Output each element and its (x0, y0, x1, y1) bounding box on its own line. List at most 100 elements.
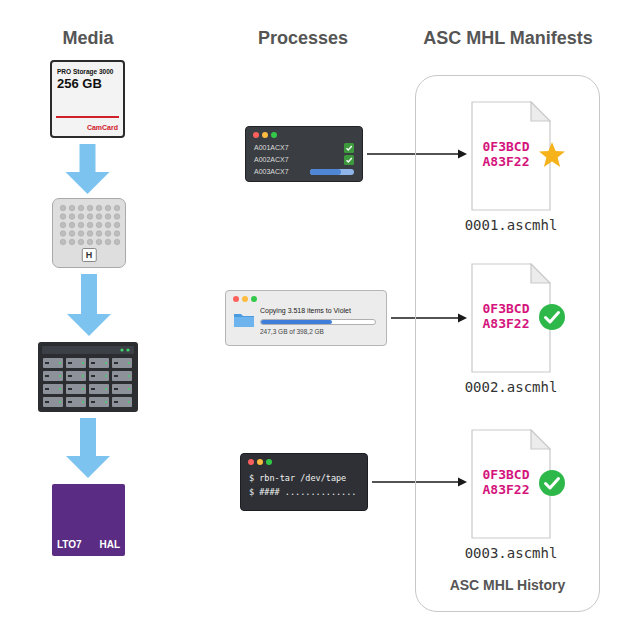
check-tick (546, 313, 559, 323)
clip-row: A002ACX7 (254, 154, 354, 166)
flow-arrow (66, 418, 110, 478)
window-button (242, 296, 248, 302)
grille-hole (60, 214, 66, 220)
clip-name: A003ACX7 (254, 166, 289, 178)
grille-hole (87, 239, 93, 245)
window-buttons (252, 131, 282, 139)
grille-hole (105, 231, 111, 237)
check-box (344, 155, 354, 165)
grille-hole (87, 222, 93, 228)
card-capacity: 256 GB (57, 76, 102, 91)
check-mark (344, 155, 354, 165)
grille-hole (96, 214, 102, 220)
grille-hole (114, 205, 120, 211)
window-buttons (247, 458, 277, 466)
grille-hole (69, 239, 75, 245)
drive-badge: H (82, 248, 97, 262)
process-window: $ rbn-tar /dev/tape$ #### .............. (240, 453, 368, 511)
check-circle (539, 304, 565, 330)
hash-value: 0F3BCD A83F22 (477, 467, 535, 497)
check-tick (546, 479, 559, 489)
manifest-file: 0F3BCD A83F220002.ascmhl (471, 263, 551, 373)
hash-value: 0F3BCD A83F22 (477, 139, 535, 169)
file-name: 0003.ascmhl (465, 545, 558, 561)
grille-hole (114, 239, 120, 245)
connector (372, 478, 467, 487)
raid-storage (38, 342, 138, 412)
panel-heading: ASC MHL History (416, 577, 599, 593)
grille-hole (96, 205, 102, 211)
grille-hole (60, 205, 66, 211)
page-outline (472, 264, 550, 372)
arrow-head (458, 150, 467, 159)
window-button (233, 296, 239, 302)
progress-bar (260, 319, 376, 325)
window-button (271, 132, 277, 138)
grille-hole (69, 222, 75, 228)
manifest-file: 0F3BCD A83F220003.ascmhl (471, 429, 551, 539)
connector (66, 144, 110, 194)
terminal-line: $ rbn-tar /dev/tape (249, 471, 346, 485)
grille-hole (105, 205, 111, 211)
clip-name: A002ACX7 (254, 154, 289, 166)
column-heading: Processes (258, 28, 348, 49)
page-fold (531, 430, 550, 449)
grille-hole (78, 239, 84, 245)
manifest-file: 0F3BCD A83F220001.ascmhl (471, 101, 551, 211)
progress-fill (310, 169, 341, 175)
grille-hole (78, 231, 84, 237)
grille-hole (105, 214, 111, 220)
process-window: Copying 3.518 items to Violet 247,3 GB of… (225, 290, 387, 346)
grille-hole (69, 205, 75, 211)
card-model: PRO Storage 3000 (57, 68, 113, 75)
folder-back (234, 314, 254, 327)
folder-front (234, 317, 254, 327)
hash-value: 0F3BCD A83F22 (477, 301, 535, 331)
clip-name: A001ACX7 (254, 142, 289, 154)
grille-hole (78, 214, 84, 220)
window-button (248, 459, 254, 465)
check-box (344, 143, 354, 153)
window-button (251, 296, 257, 302)
connector-line (391, 317, 459, 318)
grille-hole (78, 205, 84, 211)
tape-format: LTO7 (57, 539, 82, 550)
camera-card: PRO Storage 3000256 GB CamCard (50, 60, 125, 138)
grille-hole (78, 222, 84, 228)
window-button (266, 459, 272, 465)
page-outline (472, 430, 550, 538)
grille-hole (105, 239, 111, 245)
copy-status: Copying 3.518 items to Violet (260, 306, 351, 316)
window-buttons (232, 295, 262, 303)
grille-hole (60, 222, 66, 228)
card-brand: CamCard (87, 124, 118, 131)
window-button (257, 459, 263, 465)
grille-hole (96, 239, 102, 245)
grille-hole (96, 222, 102, 228)
folder-icon (233, 311, 255, 328)
grille-hole (87, 205, 93, 211)
card-stripe (56, 116, 119, 118)
page-fold (531, 264, 550, 283)
grille-hole (96, 231, 102, 237)
arrow-head (458, 478, 467, 487)
check-tick (347, 146, 352, 150)
grille-hole (69, 214, 75, 220)
check-circle (539, 470, 565, 496)
clip-row: A003ACX7 (254, 166, 354, 178)
storage-drive: H (52, 198, 126, 268)
lto-tape: LTO7HAL (52, 484, 125, 556)
grille-hole (87, 214, 93, 220)
check-tick (347, 158, 352, 162)
page-fold (531, 102, 550, 121)
file-name: 0001.ascmhl (465, 217, 558, 233)
copy-progress: 247,3 GB of 398,2 GB (260, 327, 324, 337)
grille-hole (60, 231, 66, 237)
star-icon (538, 141, 566, 169)
check-icon (538, 469, 566, 497)
page-outline (472, 102, 550, 210)
column-heading: ASC MHL Manifests (423, 28, 593, 49)
grille-hole (105, 222, 111, 228)
flow-arrow (67, 274, 111, 336)
